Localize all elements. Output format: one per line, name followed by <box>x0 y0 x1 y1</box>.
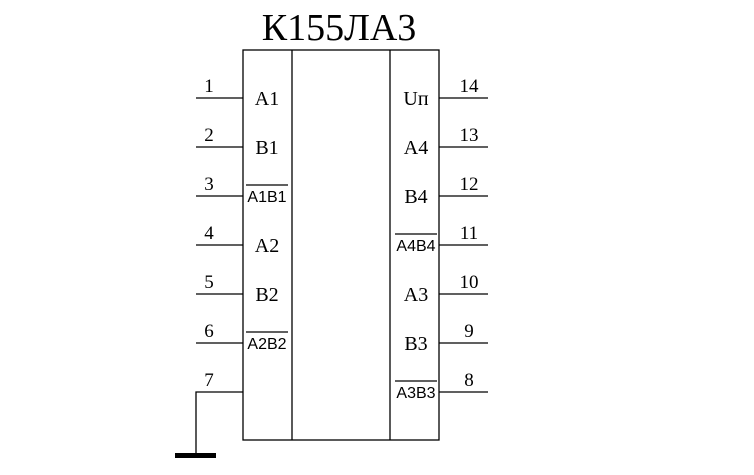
left-pin-number-5: 5 <box>204 272 214 293</box>
right-pin-number-9: 9 <box>464 321 474 342</box>
left-pin-number-1: 1 <box>204 76 214 97</box>
right-pin-number-14: 14 <box>460 76 480 97</box>
ground-wire <box>195 391 243 455</box>
right-pin-number-12: 12 <box>460 174 479 195</box>
left-pin-number-7: 7 <box>204 370 214 391</box>
left-pin-label-4: A2 <box>255 235 279 257</box>
right-pin-number-8: 8 <box>464 370 474 391</box>
right-pin-label-14: Uп <box>403 88 428 110</box>
left-pin-number-2: 2 <box>204 125 214 146</box>
right-pin-number-10: 10 <box>460 272 479 293</box>
right-pin-label-13: A4 <box>404 137 428 159</box>
left-pin-label-5: B2 <box>255 284 278 306</box>
left-pin-label-3: A1B1 <box>247 189 286 206</box>
left-pin-number-4: 4 <box>204 223 214 244</box>
right-pin-number-11: 11 <box>460 223 478 244</box>
right-pin-label-12: B4 <box>404 186 427 208</box>
left-pin-number-3: 3 <box>204 174 214 195</box>
right-pin-number-13: 13 <box>460 125 479 146</box>
right-pin-label-10: A3 <box>404 284 428 306</box>
right-pin-label-8: A3B3 <box>396 385 435 402</box>
ground-icon <box>175 453 216 458</box>
left-pin-label-1: A1 <box>255 88 279 110</box>
chip-title: К155ЛА3 <box>262 7 417 49</box>
left-pin-label-2: B1 <box>255 137 278 159</box>
right-pin-label-11: A4B4 <box>396 238 435 255</box>
left-pin-number-6: 6 <box>204 321 214 342</box>
right-pin-label-9: B3 <box>404 333 427 355</box>
left-pin-label-6: A2B2 <box>247 336 286 353</box>
